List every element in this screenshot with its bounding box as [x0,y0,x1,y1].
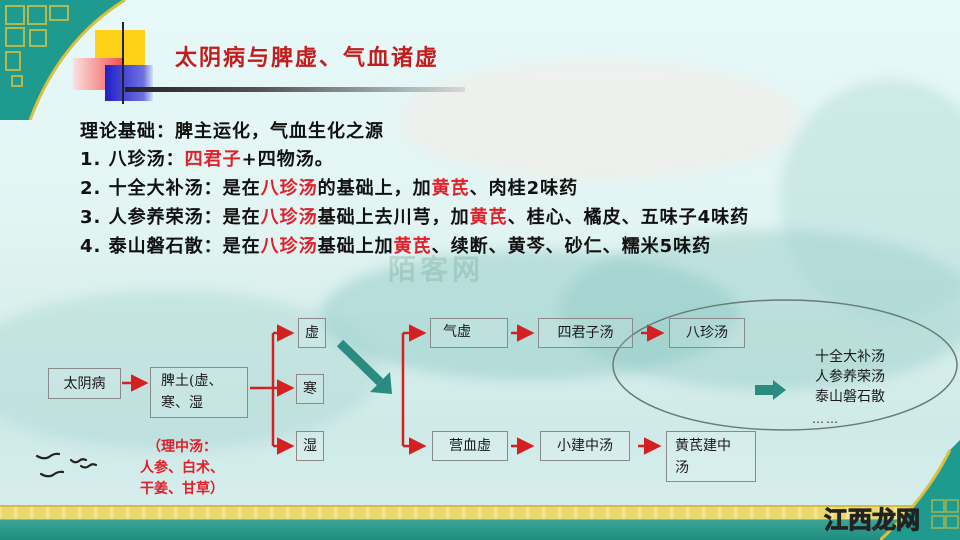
item-text: 、桂心、橘皮、五味子4味药 [507,207,750,228]
mountain-bg [780,80,960,320]
teal-diagonal-arrow [336,339,392,394]
title-deco-vline [122,22,124,104]
slide-title: 太阴病与脾虚、气血诸虚 [175,45,440,71]
highlight-text: 八珍汤 [260,207,318,228]
logo-part1: 江西 [824,506,873,535]
node-label: 寒 [303,381,317,397]
node-qixu: 气虚 [430,318,508,348]
item-text: 基础上加 [317,236,394,257]
corner-ornament-top-left [0,0,126,120]
theory-basis: 理论基础：脾主运化，气血生化之源 [80,121,384,142]
node-pitu: 脾土(虚、 寒、湿 [150,367,248,418]
highlight-text: 八珍汤 [260,178,318,199]
node-label: 小建中汤 [557,438,613,454]
node-bazhen: 八珍汤 [669,318,745,348]
node-huangqijianzhong: 黄芪建中 汤 [666,431,756,482]
site-logo: 江西龙网 [824,500,921,535]
ellipsis: …… [812,412,840,426]
derived-formulas-list: 十全大补汤 人参养荣汤 泰山磐石散 [815,347,885,407]
bottom-band [0,520,960,540]
item-1-bazhen: 1. 八珍汤：四君子+四物汤。 [80,145,334,171]
node-label: 八珍汤 [686,325,728,341]
item-text: 4. 泰山磐石散：是在 [80,236,261,257]
item-text: 、肉桂2味药 [469,178,579,199]
mountain-bg [0,290,380,450]
node-label: 湿 [303,438,317,454]
item-text: 3. 人参养荣汤：是在 [80,207,261,228]
node-sijunzi: 四君子汤 [538,318,633,348]
highlight-text: 八珍汤 [260,236,318,257]
birds-icon [35,452,98,478]
item-text: 2. 十全大补汤：是在 [80,178,261,199]
item-3-renshen: 3. 人参养荣汤：是在八珍汤基础上去川芎，加黄芪、桂心、橘皮、五味子4味药 [80,203,749,229]
highlight-text: 黄芪 [393,236,432,257]
formula-item: 泰山磐石散 [815,389,885,405]
item-text: 1. 八珍汤： [80,149,185,170]
highlight-text: 黄芪 [431,178,470,199]
node-han: 寒 [296,374,324,404]
note-line: （理中汤： [147,439,217,455]
item-text: +四物汤。 [241,149,334,170]
node-label: 四君子汤 [557,325,614,341]
lizhong-note: （理中汤： 人参、白术、 干姜、甘草） [140,437,224,500]
item-text: 的基础上，加 [317,178,432,199]
mountain-bg [400,60,800,180]
item-text: 基础上去川芎，加 [317,207,470,228]
mountain-bg [320,250,740,380]
node-label: 寒、湿 [161,395,203,411]
corner-ornament-bottom-right [880,440,960,540]
node-taiyin: 太阴病 [48,368,121,399]
item-2-shiquan: 2. 十全大补汤：是在八珍汤的基础上，加黄芪、肉桂2味药 [80,174,578,200]
node-label: 太阴病 [63,375,106,392]
node-label: 气虚 [443,324,471,340]
item-4-taishan: 4. 泰山磐石散：是在八珍汤基础上加黄芪、续断、黄芩、砂仁、糯米5味药 [80,232,711,258]
highlight-text: 四君子 [184,149,242,170]
node-label: 虚 [305,325,319,341]
node-yingxuexu: 营血虚 [432,431,508,461]
node-label: 脾土(虚、 [161,373,223,389]
note-line: 人参、白术、 [140,460,224,476]
node-label: 汤 [675,460,689,476]
node-label: 黄芪建中 [675,438,731,454]
node-xiaojianzhong: 小建中汤 [540,431,630,461]
formula-item: 十全大补汤 [815,349,885,365]
logo-part2: 龙网 [872,506,921,535]
note-line: 干姜、甘草） [140,481,224,497]
title-deco-blue [105,65,153,101]
item-text: 、续断、黄芩、砂仁、糯米5味药 [431,236,712,257]
mountain-bg [560,230,960,390]
node-label: 营血虚 [449,438,491,454]
node-xu: 虚 [298,318,326,348]
formula-item: 人参养荣汤 [815,369,885,385]
title-underline [125,87,465,92]
node-shi: 湿 [296,431,324,461]
teal-right-arrow [755,380,786,400]
highlight-text: 黄芪 [469,207,508,228]
watermark: 陌客网 [388,253,485,286]
